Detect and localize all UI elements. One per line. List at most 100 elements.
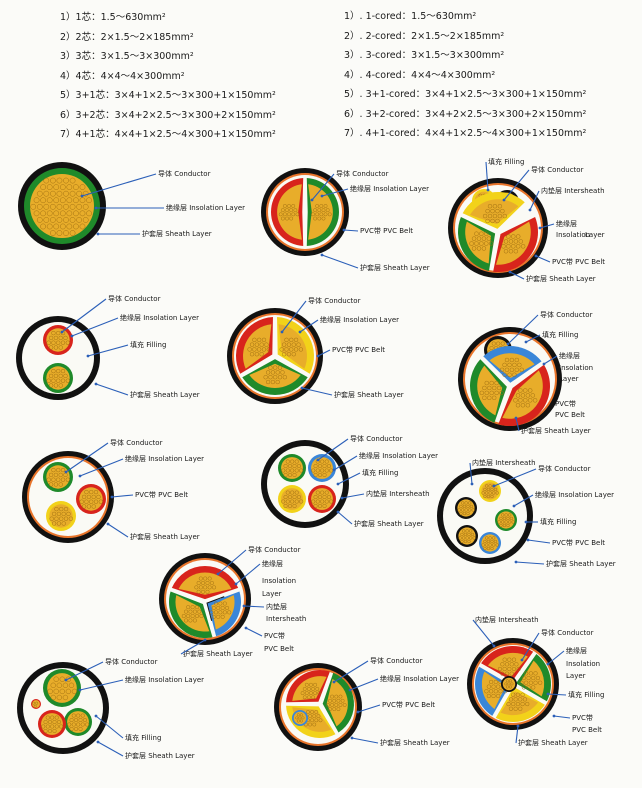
leader-line [507, 314, 539, 345]
round-core [308, 485, 336, 513]
small-core [31, 699, 41, 709]
callout-label: 绝缘层 Insolation Layer [120, 313, 199, 322]
leader-dot [320, 253, 324, 257]
callout-label: 填充 Filling [130, 340, 166, 349]
callout-label: Insolation [556, 231, 590, 239]
spec-item: 2）2芯：2×1.5～2×185mm² [60, 31, 194, 43]
callout-label: 导体 Conductor [248, 545, 301, 554]
cable-4plus1-core [467, 638, 559, 730]
callout-label: 填充 Filling [542, 330, 578, 339]
leader-line [515, 561, 545, 565]
round-core [456, 525, 478, 547]
callout-label: 护套层 Sheath Layer [183, 649, 253, 658]
callout-label: 导体 Conductor [158, 169, 211, 178]
conductor [308, 184, 333, 240]
leader-dot [332, 468, 336, 472]
sector-core [493, 217, 538, 272]
cable-3plus2-round-core [437, 468, 533, 564]
spec-item: 6）. 3+2-cored：3×4+2×2.5～3×300+2×150mm² [344, 108, 587, 120]
core-bottom [43, 363, 73, 393]
callout-label: 绝缘层 [556, 219, 577, 228]
leader-dot [546, 662, 550, 666]
cable-3-round-core [22, 451, 114, 543]
leader-line [301, 387, 333, 396]
leader-dot [512, 504, 516, 508]
callout-label: 护套层 Sheath Layer [130, 532, 200, 541]
leader-dot [310, 198, 314, 202]
callout-label: 导体 Conductor [105, 657, 158, 666]
callout-label: PVC带 [555, 400, 576, 408]
leader-dot [502, 198, 506, 202]
leader-line [79, 679, 124, 691]
leader-line [87, 344, 129, 357]
round-core [64, 708, 92, 736]
callout-label: 内垫层 Intersheath [366, 489, 430, 498]
leader-line [509, 271, 525, 280]
leader-dot [508, 270, 512, 274]
conductor [49, 504, 73, 528]
callout-label: 填充 Filling [488, 157, 524, 166]
sector-core [277, 317, 315, 374]
filling [267, 446, 343, 522]
leader-dot [234, 582, 238, 586]
leader-dot [298, 330, 302, 334]
leader-dot [350, 736, 354, 740]
callout-label: PVC带 PVC Belt [552, 539, 605, 547]
callout-label: 护套层 Sheath Layer [360, 263, 430, 272]
leader-line [243, 605, 265, 608]
callout-label: 填充 Filling [125, 733, 161, 742]
sector-core [495, 686, 545, 723]
conductor [487, 652, 528, 677]
spec-item: 7）. 4+1-cored：4×4+1×2.5～4×300+1×150mm² [344, 128, 587, 139]
leader-line [547, 650, 565, 665]
callout-label: 护套层 Sheath Layer [526, 274, 596, 283]
conductor [46, 328, 70, 352]
core-top [43, 325, 73, 355]
cable-3plus1-sector-core [274, 663, 362, 751]
leader-dot [538, 226, 542, 230]
spec-item: 6）3+2芯：3×4+2×2.5～3×300+2×150mm² [60, 109, 276, 121]
callout-label: 内垫层 [266, 602, 287, 611]
conductor [46, 465, 70, 489]
leader-dot [514, 560, 518, 564]
callout-label: 填充 Filling [568, 690, 604, 699]
sector-core [322, 672, 354, 733]
core-left [271, 178, 304, 246]
leader-line [81, 173, 157, 197]
conductor [281, 457, 303, 479]
conductor [470, 199, 519, 225]
callout-label: 内垫层 Intersheath [472, 458, 536, 467]
sector-core [171, 566, 239, 600]
leader-line [299, 319, 319, 333]
sector-core [242, 359, 308, 396]
leader-dot [514, 416, 518, 420]
callout-label: 护套层 Sheath Layer [521, 426, 591, 435]
callout-label: Insolation [559, 364, 593, 372]
leader-dot [342, 228, 346, 232]
sector-core [168, 591, 213, 638]
leader-dot [203, 638, 207, 642]
spec-item: 1）. 1-cored：1.5～630mm² [344, 11, 477, 22]
round-core [479, 532, 501, 554]
leader-line [535, 255, 551, 263]
callout-label: 绝缘层 [262, 559, 283, 568]
conductor [46, 366, 70, 390]
callout-label: 护套层 Sheath Layer [125, 751, 195, 760]
leader-dot [524, 520, 528, 524]
spec-item: 7）4+1芯：4×4+1×2.5～4×300+1×150mm² [60, 129, 276, 140]
leader-dot [64, 470, 68, 474]
sector-core [498, 364, 550, 426]
callout-label: 护套层 Sheath Layer [380, 738, 450, 747]
leader-dot [356, 710, 360, 714]
conductor [502, 370, 543, 419]
leader-line [333, 455, 358, 471]
sector-core [515, 654, 551, 702]
leader-line [95, 715, 124, 739]
leader-line [341, 493, 365, 499]
round-core [455, 497, 477, 519]
leader-dot [552, 714, 556, 718]
callout-label: 绝缘层 [559, 351, 580, 360]
callout-label: 内垫层 Intersheath [475, 615, 539, 624]
callout-label: 护套层 Sheath Layer [142, 229, 212, 238]
conductor [293, 711, 307, 725]
